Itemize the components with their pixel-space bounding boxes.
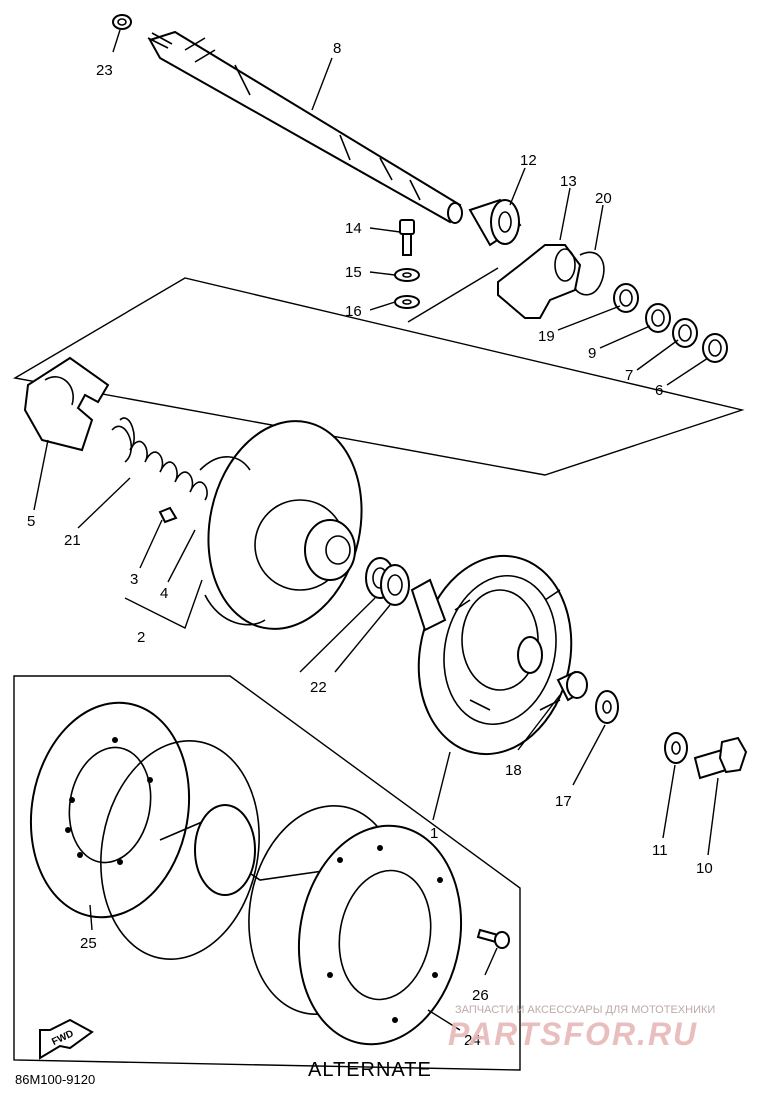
- sheave-2: [199, 420, 363, 630]
- part-number-22: 22: [310, 679, 327, 696]
- washer-7: [672, 318, 698, 348]
- washer-15: [394, 268, 420, 282]
- group-outline-alternate: [13, 675, 521, 1071]
- part-number-9: 9: [588, 345, 596, 362]
- alternate-sheave: [159, 804, 463, 1046]
- drawing-code: 86M100-9120: [15, 1072, 95, 1087]
- part-number-15: 15: [345, 264, 362, 281]
- disc-25: [29, 701, 260, 960]
- part-number-23: 23: [96, 62, 113, 79]
- part-number-11: 11: [652, 842, 668, 859]
- bolt-26: [476, 928, 510, 949]
- bolt-10: [693, 736, 748, 780]
- washer-11: [664, 732, 688, 764]
- sheave-1: [410, 554, 573, 756]
- part-number-16: 16: [345, 303, 362, 320]
- bolt-14: [399, 219, 415, 256]
- cam-5: [23, 356, 110, 452]
- part-number-10: 10: [696, 860, 713, 877]
- shaft-8: [147, 30, 463, 224]
- watermark-subtitle: ЗАПЧАСТИ И АКСЕССУАРЫ ДЛЯ МОТОТЕХНИКИ: [455, 1004, 715, 1016]
- part-number-7: 7: [625, 367, 633, 384]
- watermark-brand: PARTSFOR.RU: [448, 1016, 698, 1052]
- washer-17: [595, 690, 619, 724]
- part-number-6: 6: [655, 382, 663, 399]
- part-number-2: 2: [137, 629, 145, 646]
- part-number-26: 26: [472, 987, 489, 1004]
- part-number-12: 12: [520, 152, 537, 169]
- fwd-arrow-icon: FWD: [39, 1018, 94, 1060]
- group-outline-upper: [13, 277, 745, 476]
- collar-18: [556, 670, 588, 702]
- part-number-20: 20: [595, 190, 612, 207]
- part-number-13: 13: [560, 173, 577, 190]
- part-number-17: 17: [555, 793, 572, 810]
- part-number-8: 8: [333, 40, 341, 57]
- washer-16: [394, 295, 420, 309]
- bearing-12: [468, 198, 522, 247]
- clip-20: [574, 251, 605, 296]
- part-number-21: 21: [64, 532, 81, 549]
- part-number-19: 19: [538, 328, 555, 345]
- washer-19: [613, 283, 639, 313]
- washer-6: [702, 333, 728, 363]
- alternate-label: ALTERNATE: [308, 1059, 432, 1081]
- leader-lines: [33, 29, 719, 1031]
- part-number-14: 14: [345, 220, 362, 237]
- slider-3: [158, 506, 178, 524]
- nut-23: [112, 14, 132, 30]
- part-number-25: 25: [80, 935, 97, 952]
- bracket-13: [497, 244, 582, 319]
- part-number-labels: 8 23 12 13 20 14 15 16 19 9 7 6 5 21 3 4…: [27, 40, 713, 1049]
- part-number-18: 18: [505, 762, 522, 779]
- part-number-1: 1: [430, 825, 438, 842]
- washer-9: [645, 303, 671, 333]
- watermark: ЗАПЧАСТИ И АКСЕССУАРЫ ДЛЯ МОТОТЕХНИКИ PA…: [448, 1004, 715, 1052]
- spring-21: [111, 417, 208, 501]
- part-number-4: 4: [160, 585, 168, 602]
- part-number-24: 24: [464, 1032, 481, 1049]
- part-number-3: 3: [130, 571, 138, 588]
- washer-22b: [380, 564, 410, 606]
- part-number-5: 5: [27, 513, 35, 530]
